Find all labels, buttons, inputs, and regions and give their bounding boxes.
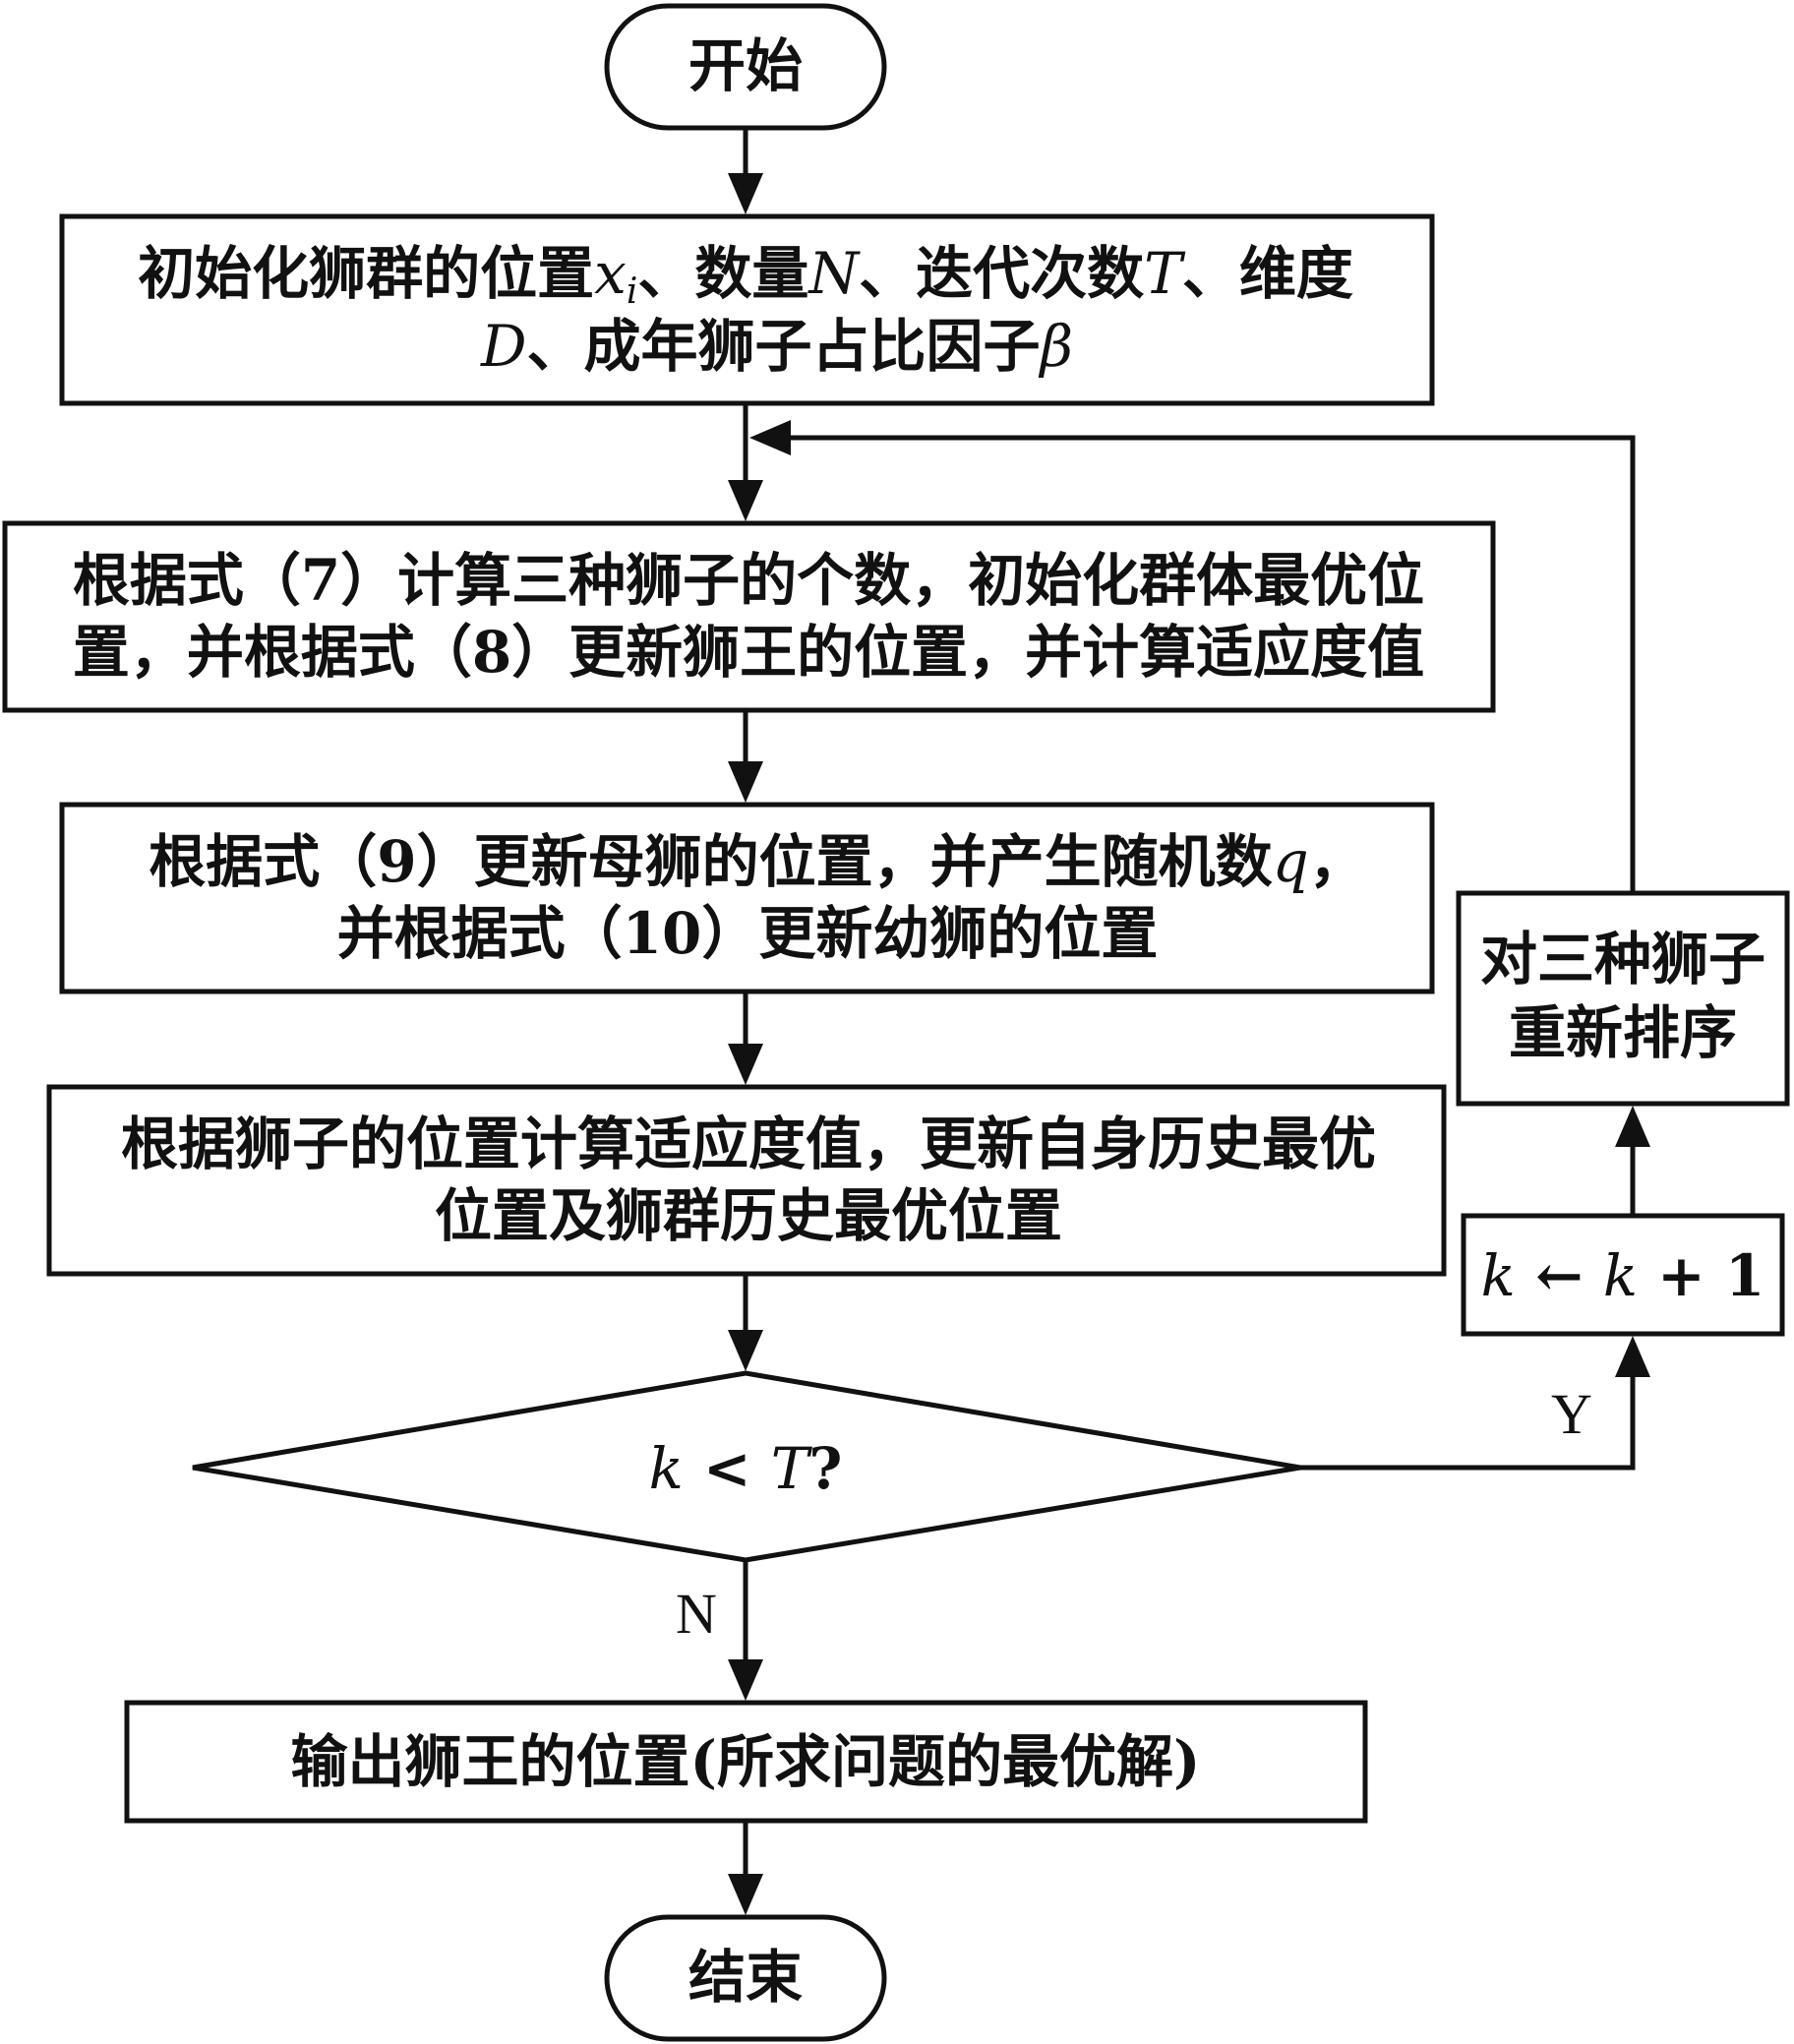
decision-var-k: k <box>649 1435 684 1502</box>
decision-question: ? <box>808 1435 842 1502</box>
step2-process-node: 根据式（9）更新母狮的位置，并产生随机数q， 并根据式（10）更新幼狮的位置 <box>59 802 1435 994</box>
edge-label-no: N <box>676 1582 717 1646</box>
end-node: 结束 <box>604 1914 887 2042</box>
output-process-node: 输出狮王的位置(所求问题的最优解) <box>124 1700 1368 1824</box>
init-line-1-mid2: 、迭代次数 <box>859 240 1144 307</box>
edge-decision-to-increment <box>1300 1377 1636 1471</box>
var-x: x <box>594 240 627 307</box>
decision-label: k < T? <box>649 1435 843 1502</box>
arrowhead-step3 <box>728 1044 763 1085</box>
arrowhead-decision <box>728 1330 763 1371</box>
init-line-1: 初始化狮群的位置xi、数量N、迭代次数T、维度 <box>138 240 1353 312</box>
step3-line-2: 位置及狮群历史最优位置 <box>435 1182 1062 1249</box>
decision-op: < <box>684 1435 771 1502</box>
step2-line-1-post: ， <box>1309 828 1366 895</box>
decision-var-T: T <box>771 1435 813 1502</box>
reorder-line-1: 对三种狮子 <box>1480 926 1765 992</box>
step2-line-1-pre: 根据式（9）更新母狮的位置，并产生随机数 <box>149 828 1272 895</box>
arrowhead-step2 <box>728 761 763 803</box>
start-node-label: 开始 <box>688 32 803 99</box>
init-process-node: 初始化狮群的位置xi、数量N、迭代次数T、维度 D、成年狮子占比因子β <box>59 213 1435 406</box>
sub-i: i <box>627 271 638 312</box>
arrowhead-loop-back <box>749 420 791 455</box>
step2-line-2: 并根据式（10）更新幼狮的位置 <box>337 900 1159 967</box>
increment-var-k1: k <box>1481 1242 1516 1309</box>
edge-reorder-to-step1 <box>791 435 1636 893</box>
step1-line-2: 置，并根据式（8）更新狮王的位置，并计算适应度值 <box>73 619 1424 686</box>
arrowhead-reorder <box>1615 1106 1650 1147</box>
step3-line-1: 根据狮子的位置计算适应度值，更新自身历史最优 <box>121 1111 1376 1177</box>
start-node: 开始 <box>604 3 887 131</box>
step1-line-1: 根据式（7）计算三种狮子的个数，初始化群体最优位 <box>73 547 1424 614</box>
var-D: D <box>480 313 527 380</box>
init-line-2: D、成年狮子占比因子β <box>480 313 1073 380</box>
edge-label-yes: Y <box>1551 1382 1592 1446</box>
increment-label: k ← k + 1 <box>1481 1242 1765 1309</box>
step2-line-1: 根据式（9）更新母狮的位置，并产生随机数q， <box>149 828 1366 895</box>
var-T: T <box>1144 240 1186 307</box>
arrowhead-increment <box>1615 1336 1650 1377</box>
arrowhead-init <box>728 173 763 214</box>
init-line-1-post: 、维度 <box>1182 240 1353 307</box>
init-line-2-post: 、成年狮子占比因子 <box>526 313 1040 380</box>
arrowhead-step1 <box>728 480 763 521</box>
end-node-label: 结束 <box>688 1944 803 2011</box>
var-beta: β <box>1039 313 1074 380</box>
output-label: 输出狮王的位置(所求问题的最优解) <box>291 1728 1201 1795</box>
var-q: q <box>1273 828 1309 895</box>
reorder-node: 对三种狮子 重新排序 <box>1456 890 1790 1107</box>
reorder-line-2: 重新排序 <box>1509 999 1737 1066</box>
increment-plus: + 1 <box>1638 1242 1764 1309</box>
increment-var-k2: k <box>1603 1242 1638 1309</box>
step1-process-node: 根据式（7）计算三种狮子的个数，初始化群体最优位 置，并根据式（8）更新狮王的位… <box>2 520 1496 713</box>
init-line-1-mid1: 、数量 <box>637 240 808 307</box>
arrowhead-output <box>728 1659 763 1701</box>
arrowhead-end <box>728 1874 763 1915</box>
init-line-1-pre: 初始化狮群的位置 <box>138 240 594 307</box>
increment-arrow: ← <box>1516 1242 1603 1309</box>
increment-node: k ← k + 1 <box>1461 1213 1785 1337</box>
step3-process-node: 根据狮子的位置计算适应度值，更新自身历史最优 位置及狮群历史最优位置 <box>46 1084 1447 1277</box>
decision-node: k < T? <box>192 1370 1301 1563</box>
edges <box>728 128 1650 1915</box>
var-N: N <box>807 240 861 307</box>
